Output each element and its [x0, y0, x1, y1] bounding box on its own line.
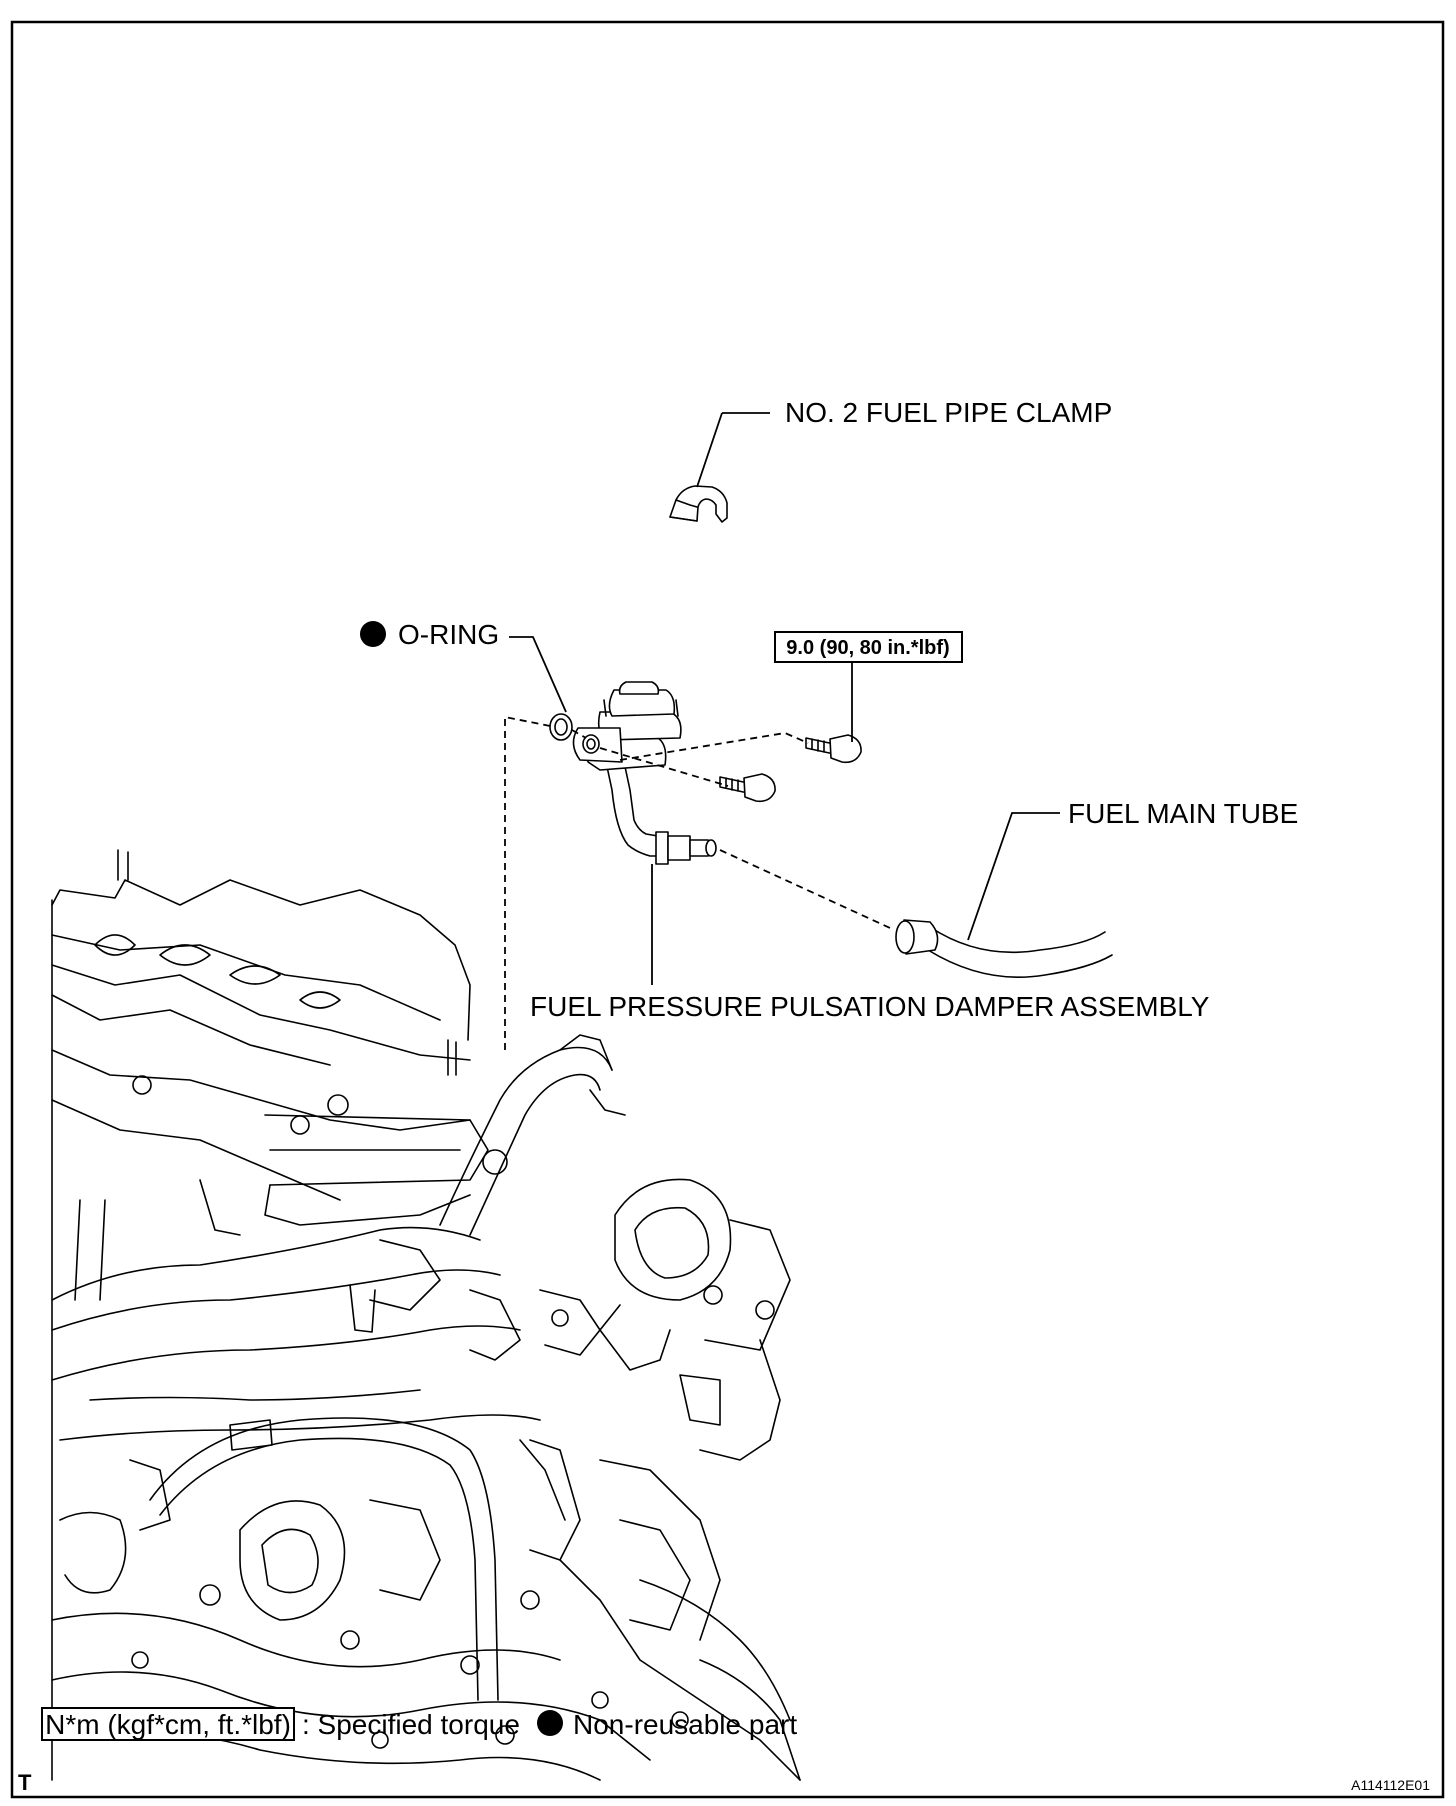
assembly-guide-lines: [504, 715, 891, 1050]
label-fuel-main-tube: FUEL MAIN TUBE: [1068, 798, 1298, 829]
legend-non-reusable-text: Non-reusable part: [573, 1709, 797, 1740]
legend-torque-text: : Specified torque: [302, 1709, 520, 1740]
legend: N*m (kgf*cm, ft.*lbf) : Specified torque…: [41, 1707, 797, 1741]
engine-illustration: [51, 849, 801, 1781]
label-pulsation-damper: FUEL PRESSURE PULSATION DAMPER ASSEMBLY: [530, 991, 1210, 1022]
pulsation-damper-part: [572, 681, 717, 865]
legend-torque-box: [41, 1707, 295, 1741]
figure-id: A114112E01: [1351, 1777, 1430, 1793]
non-reusable-marker: [360, 621, 386, 647]
figure-frame: [10, 20, 1445, 1799]
label-fuel-pipe-clamp: NO. 2 FUEL PIPE CLAMP: [785, 397, 1112, 428]
bolt-upper: [805, 734, 862, 764]
label-torque-value: 9.0 (90, 80 in.*lbf): [786, 637, 949, 659]
o-ring-part: [549, 713, 573, 741]
label-o-ring: O-RING: [398, 619, 499, 650]
fuel-main-tube-part: [895, 919, 1113, 978]
legend-non-reusable-dot: [537, 1710, 563, 1736]
torque-box: [774, 631, 963, 663]
fuel-pipe-clamp-part: [669, 485, 728, 523]
legend-torque-unit: N*m (kgf*cm, ft.*lbf): [45, 1709, 291, 1740]
corner-mark: T: [18, 1770, 32, 1795]
bolt-lower: [719, 773, 776, 803]
